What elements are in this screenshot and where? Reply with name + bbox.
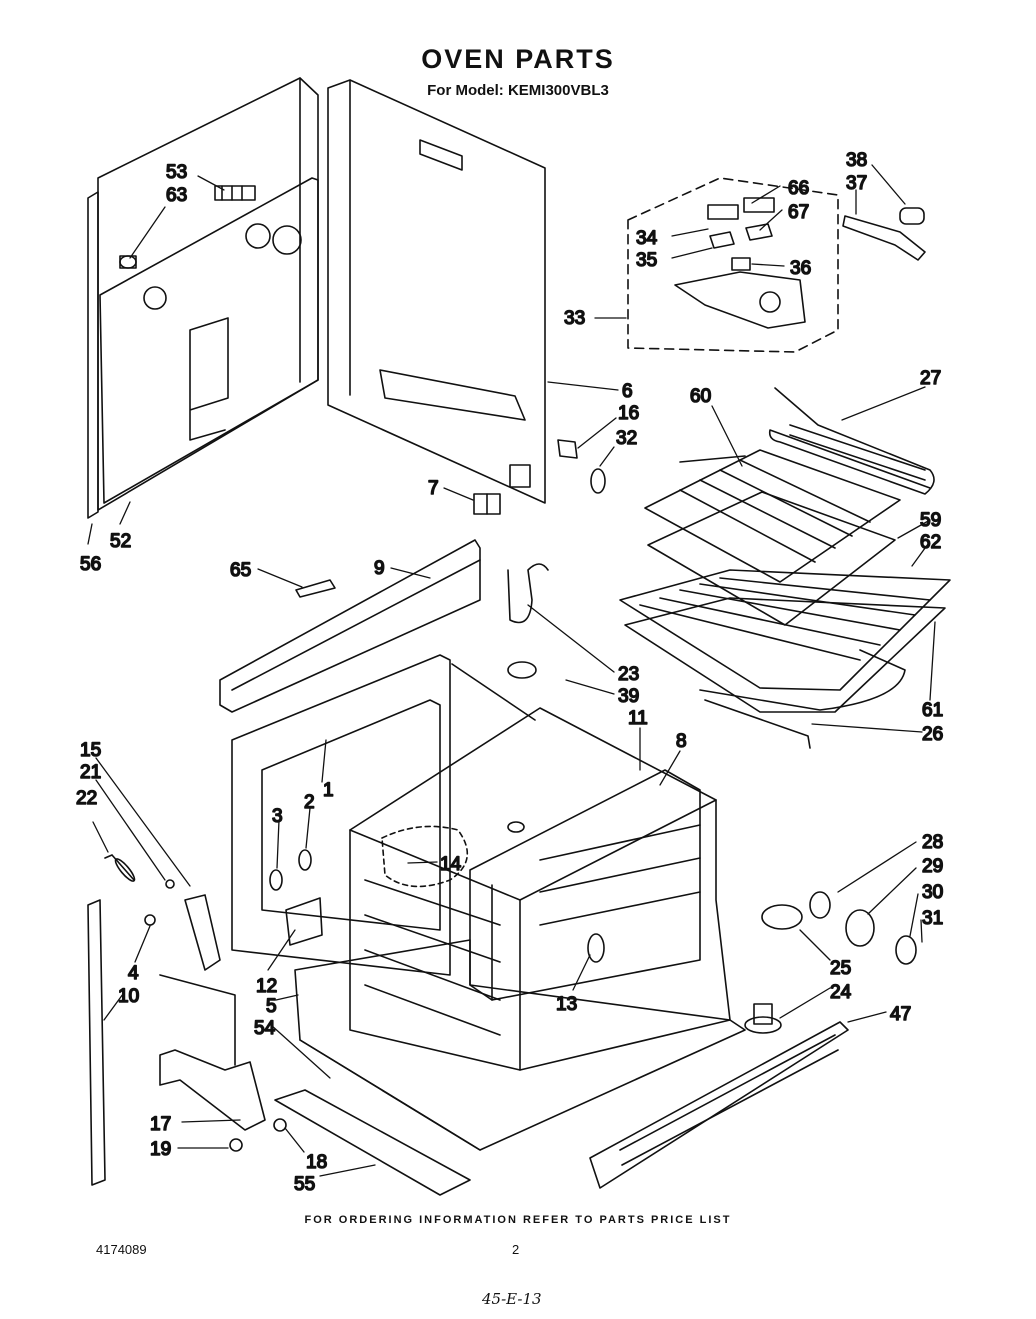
callout-15: 15 [80,740,101,761]
bake-element [699,649,906,749]
callout-1: 1 [323,780,334,801]
spring-22 [104,854,136,882]
part-65 [295,579,336,598]
light-parts [761,891,917,965]
callout-61: 61 [922,700,943,721]
callout-62: 62 [920,532,941,553]
callout-59: 59 [920,510,941,531]
vent-grille-47 [589,1021,849,1189]
callout-9: 9 [374,558,385,579]
callout-18: 18 [306,1152,327,1173]
callout-22: 22 [76,788,97,809]
callout-67: 67 [788,202,809,223]
callout-52: 52 [110,531,131,552]
callout-8: 8 [676,731,687,752]
callout-10: 10 [118,986,139,1007]
rear-panel [87,77,319,519]
leader-lines [87,164,936,1177]
callout-12: 12 [256,976,277,997]
callout-32: 32 [616,428,637,449]
broiler-pan-grid [644,449,901,583]
callout-4: 4 [128,963,139,984]
callout-66: 66 [788,178,809,199]
page-title: OVEN PARTS [421,44,615,74]
small-hardware [144,563,549,1152]
part-37-38 [842,207,926,261]
callout-36: 36 [790,258,811,279]
callout-29: 29 [922,856,943,877]
callout-21: 21 [80,762,101,783]
callout-2: 2 [304,792,315,813]
callout-19: 19 [150,1139,171,1160]
callout-56: 56 [80,554,101,575]
callout-47: 47 [890,1004,911,1025]
bottom-panel [294,939,746,1151]
part-16 [557,439,578,459]
callout-7: 7 [428,478,439,499]
callout-60: 60 [690,386,711,407]
callout-5: 5 [266,996,277,1017]
oven-rack [619,569,951,713]
thermostat-assembly [627,177,839,353]
page-number: 2 [512,1242,520,1257]
callout-14: 14 [440,854,462,875]
element-terminals [269,849,312,891]
callout-54: 54 [254,1018,276,1039]
callout-28: 28 [922,832,943,853]
callout-6: 6 [622,381,633,402]
bottom-trim-55 [274,1089,471,1196]
callout-35: 35 [636,250,657,271]
callout-30: 30 [922,882,943,903]
callout-3: 3 [272,806,283,827]
broiler-pan [647,491,896,626]
oven-liner [349,707,731,1071]
callout-23: 23 [618,664,639,685]
callout-11: 11 [628,708,648,729]
callout-13: 13 [556,994,577,1015]
callout-16: 16 [618,403,639,424]
callout-37: 37 [846,173,867,194]
callout-25: 25 [830,958,851,979]
callout-17: 17 [150,1114,171,1135]
part-7 [473,493,501,515]
door-hinge [159,894,323,1131]
side-panel [327,79,546,504]
model-subtitle: For Model: KEMI300VBL3 [427,82,609,99]
callout-33: 33 [564,308,585,329]
oven-light-lens-13 [587,933,605,963]
callout-38: 38 [846,150,867,171]
light-socket-24 [744,1003,782,1034]
callout-27: 27 [920,368,941,389]
ordering-note: FOR ORDERING INFORMATION REFER TO PARTS … [304,1214,732,1226]
side-strip-10 [87,899,106,1186]
callout-65: 65 [230,560,251,581]
callout-31: 31 [922,908,943,929]
callout-26: 26 [922,724,943,745]
callout-55: 55 [294,1174,315,1195]
part-32 [590,468,606,494]
broil-element [768,387,935,495]
callout-34: 34 [636,228,658,249]
handwritten-note: 45-E-13 [482,1290,542,1308]
clip-63 [119,255,137,269]
front-trim-bar [219,539,481,713]
callout-39: 39 [618,686,639,707]
terminal-block [214,185,256,201]
callout-63: 63 [166,185,187,206]
callout-labels: 53 63 52 56 6 16 32 7 9 65 23 39 11 1 8 … [75,149,944,1196]
oven-front-frame [231,654,536,976]
callout-24: 24 [830,982,852,1003]
document-number: 4174089 [96,1242,147,1257]
callout-53: 53 [166,162,187,183]
